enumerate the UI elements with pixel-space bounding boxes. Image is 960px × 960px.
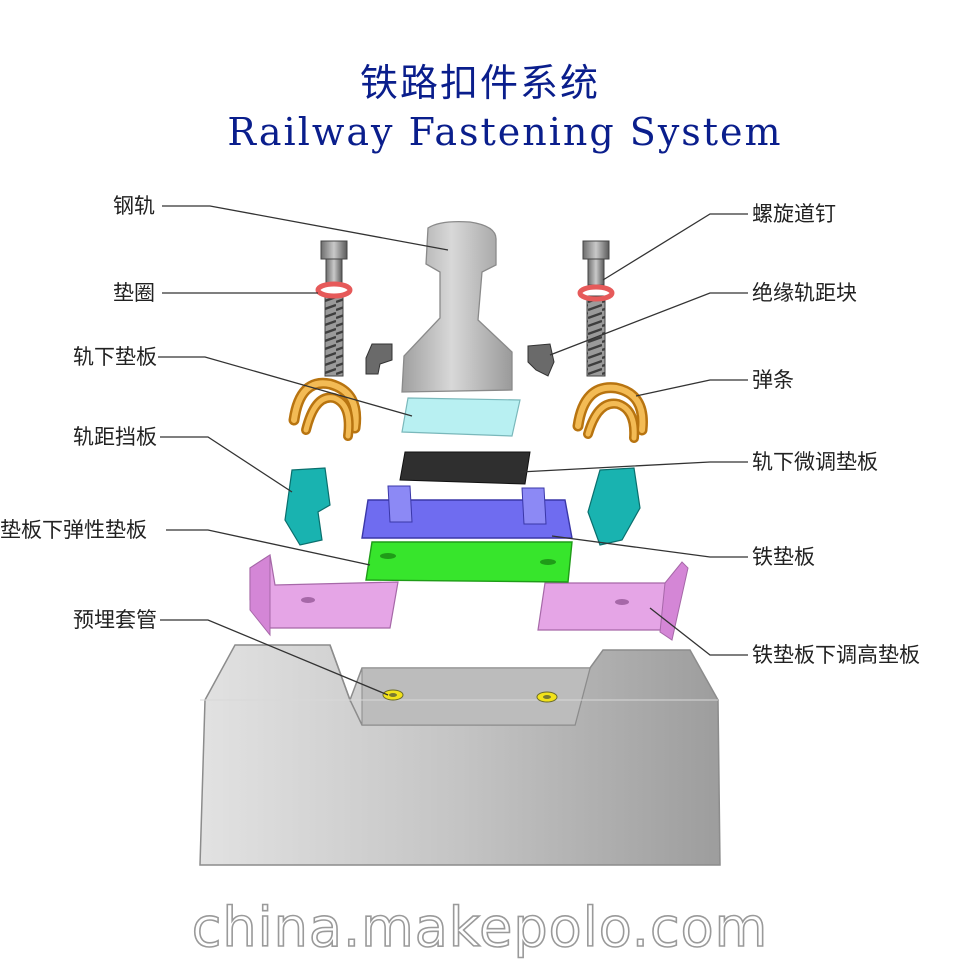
leader-lines	[158, 205, 748, 696]
label-gauge-baffle: 轨距挡板	[73, 425, 157, 449]
screw-spike	[320, 240, 610, 377]
embedded-sleeve	[382, 689, 558, 703]
label-height-adjust-pad: 铁垫板下调高垫板	[752, 643, 920, 667]
rail-adjust-pad	[399, 451, 531, 485]
title-english: Railway Fastening System	[227, 110, 783, 154]
label-screw-spike: 螺旋道钉	[752, 202, 836, 226]
label-insulated-gauge-block: 绝缘轨距块	[752, 281, 857, 305]
label-washer: 垫圈	[113, 281, 155, 305]
label-rail: 钢轨	[113, 194, 155, 218]
height-adjust-pad	[249, 553, 689, 641]
watermark: china.makepolo.com	[191, 895, 769, 960]
label-elastic-clip: 弹条	[752, 368, 794, 392]
label-rail-adjust-pad: 轨下微调垫板	[752, 450, 878, 474]
elastic-pad-under-plate	[365, 541, 573, 583]
label-rail-pad: 轨下垫板	[73, 345, 157, 369]
rail	[401, 220, 513, 393]
label-iron-base-plate: 铁垫板	[752, 545, 815, 569]
label-embedded-sleeve: 预埋套管	[73, 608, 157, 632]
insulated-gauge-block	[365, 343, 555, 377]
label-elastic-pad-under-plate: 垫板下弹性垫板	[0, 518, 147, 542]
concrete-sleeper	[199, 644, 721, 866]
iron-base-plate	[361, 485, 573, 539]
rail-pad	[401, 397, 521, 437]
elastic-clip	[288, 377, 648, 443]
title-chinese: 铁路扣件系统	[359, 61, 600, 105]
gauge-baffle	[284, 467, 641, 546]
washer	[315, 281, 615, 302]
